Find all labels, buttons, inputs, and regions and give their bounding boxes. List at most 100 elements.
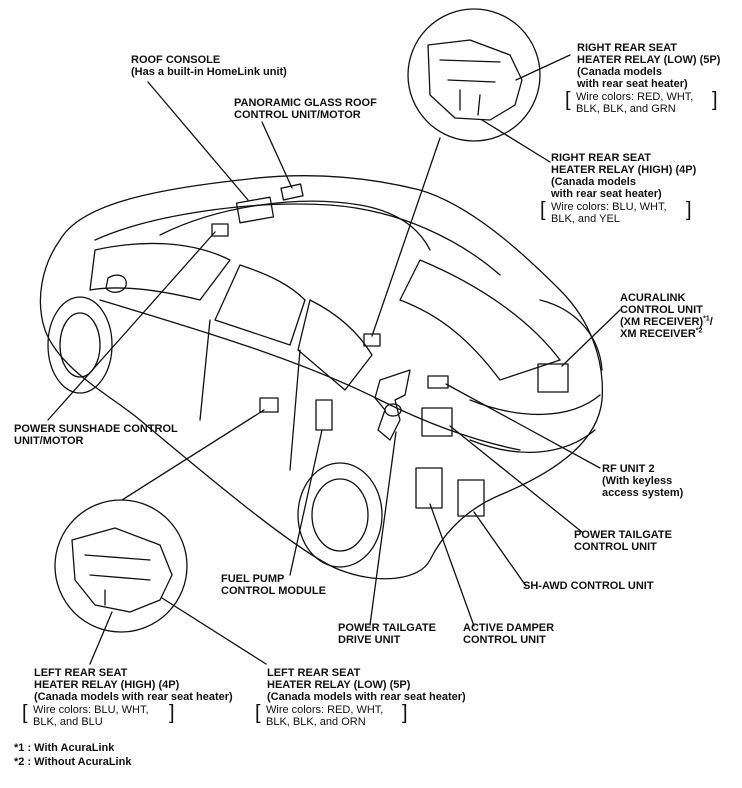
lr-low-line1: LEFT REAR SEAT	[267, 667, 361, 679]
acuralink-slash: /	[709, 316, 713, 328]
acuralink-unit	[537, 363, 569, 393]
acuralink-label: ACURALINK CONTROL UNIT (XM RECEIVER)*1/ …	[620, 292, 713, 340]
rr-low-label: RIGHT REAR SEAT HEATER RELAY (LOW) (5P) …	[577, 42, 720, 90]
rf-unit	[427, 375, 449, 389]
front-wheel-inner	[59, 312, 101, 378]
roof-console-unit	[235, 196, 275, 224]
leader-lr-low	[161, 597, 267, 665]
shawd-unit	[457, 479, 485, 517]
lr-high-line2: HEATER RELAY (HIGH) (4P)	[34, 679, 180, 691]
rr-relay-callout-circle	[407, 8, 541, 142]
leader-shawd	[473, 511, 527, 587]
rf-line3: access system)	[602, 487, 684, 499]
shawd-label: SH-AWD CONTROL UNIT	[523, 580, 654, 592]
damper-line1: ACTIVE DAMPER	[463, 622, 555, 634]
lr-high-wire-colors: Wire colors: BLU, WHT, BLK, and BLU	[33, 704, 149, 728]
ptg-ctrl-label: POWER TAILGATE CONTROL UNIT	[574, 529, 672, 553]
rr-high-wire1: Wire colors: BLU, WHT,	[551, 201, 667, 213]
sunshade-label: POWER SUNSHADE CONTROL UNIT/MOTOR	[14, 423, 178, 447]
rr-high-line2: HEATER RELAY (HIGH) (4P)	[551, 164, 697, 176]
acuralink-line4-row: XM RECEIVER*2	[620, 327, 713, 340]
door-line-rear	[289, 349, 301, 471]
ptg-drive-motor	[384, 403, 402, 417]
side-window-front	[214, 264, 306, 346]
rr-high-line1: RIGHT REAR SEAT	[551, 152, 652, 164]
leader-lr-callout	[121, 409, 265, 501]
rr-low-wire1: Wire colors: RED, WHT,	[576, 91, 694, 103]
sunshade-line2: UNIT/MOTOR	[14, 435, 84, 447]
lr-high-line1: LEFT REAR SEAT	[34, 667, 128, 679]
rr-high-line4: with rear seat heater)	[551, 188, 662, 200]
rr-high-bracket-close: ]	[686, 199, 692, 221]
leader-rr-callout	[371, 137, 441, 337]
lr-high-label: LEFT REAR SEAT HEATER RELAY (HIGH) (4P) …	[34, 667, 233, 703]
ptg-drive-unit	[374, 369, 411, 441]
panoramic-line2: CONTROL UNIT/MOTOR	[234, 109, 361, 121]
leader-rr-low	[515, 54, 571, 81]
leader-ptg-ctrl	[449, 425, 583, 533]
leader-panoramic	[261, 121, 293, 189]
lr-low-wire2: BLK, BLK, and ORN	[266, 716, 366, 728]
fuel-pump-label: FUEL PUMP CONTROL MODULE	[221, 573, 326, 597]
roof-panel	[159, 200, 431, 251]
lr-low-label: LEFT REAR SEAT HEATER RELAY (LOW) (5P) (…	[267, 667, 466, 703]
lr-low-bracket-open: [	[255, 702, 261, 724]
footnote-2: *2 : Without AcuraLink	[14, 756, 132, 768]
roof-console-note: (Has a built-in HomeLink unit)	[131, 66, 287, 78]
rf-line1: RF UNIT 2	[602, 463, 655, 475]
shawd-text: SH-AWD CONTROL UNIT	[523, 580, 654, 592]
acuralink-line4: XM RECEIVER	[620, 328, 696, 340]
car-body-outline	[39, 175, 604, 580]
footnote-1: *1 : With AcuraLink	[14, 742, 115, 754]
acuralink-line1: ACURALINK	[620, 292, 686, 304]
rr-high-wire-colors: Wire colors: BLU, WHT, BLK, and YEL	[551, 201, 667, 225]
rr-high-bracket-open: [	[540, 199, 546, 221]
leader-damper	[429, 503, 475, 627]
rr-relay-drawing	[427, 39, 523, 121]
rf-line2: (With keyless	[602, 475, 673, 487]
lr-high-wire1: Wire colors: BLU, WHT,	[33, 704, 149, 716]
tail-light	[539, 299, 603, 371]
leader-sunshade	[47, 231, 216, 421]
lr-high-bracket-open: [	[22, 702, 28, 724]
rear-wheel	[297, 462, 383, 568]
acuralink-line3: (XM RECEIVER)	[620, 316, 704, 328]
leader-fuel	[289, 429, 323, 576]
ptg-ctrl-line2: CONTROL UNIT	[574, 541, 657, 553]
rear-window	[399, 259, 561, 381]
rf-unit-label: RF UNIT 2 (With keyless access system)	[602, 463, 683, 499]
acuralink-line2: CONTROL UNIT	[620, 304, 703, 316]
leader-rf	[445, 383, 601, 469]
ptg-drive-line2: DRIVE UNIT	[338, 634, 401, 646]
ptg-ctrl-unit	[421, 407, 453, 437]
roof-line	[94, 203, 501, 276]
rr-high-label: RIGHT REAR SEAT HEATER RELAY (HIGH) (4P)…	[551, 152, 696, 200]
damper-label: ACTIVE DAMPER CONTROL UNIT	[463, 622, 554, 646]
fuel-line2: CONTROL MODULE	[221, 585, 326, 597]
damper-unit	[415, 467, 443, 509]
leader-lr-high	[89, 611, 113, 665]
fuel-line1: FUEL PUMP	[221, 573, 285, 585]
lr-low-line3: (Canada models with rear seat heater)	[267, 691, 466, 703]
rr-low-wire-colors: Wire colors: RED, WHT, BLK, BLK, and GRN	[576, 91, 693, 115]
roof-console-title: ROOF CONSOLE	[131, 54, 221, 66]
leader-rr-high	[481, 119, 551, 163]
tailgate	[469, 394, 601, 453]
damper-line2: CONTROL UNIT	[463, 634, 546, 646]
rear-wheel-inner	[311, 478, 369, 552]
leader-roof-console	[147, 81, 249, 201]
lr-low-wire-colors: Wire colors: RED, WHT, BLK, BLK, and ORN	[266, 704, 383, 728]
lr-low-wire1: Wire colors: RED, WHT,	[266, 704, 384, 716]
rr-low-bracket-open: [	[565, 89, 571, 111]
lr-high-wire2: BLK, and BLU	[33, 716, 103, 728]
rr-low-line1: RIGHT REAR SEAT	[577, 42, 678, 54]
lr-relay-unit	[259, 397, 279, 413]
windshield	[89, 242, 231, 301]
ptg-drive-line1: POWER TAILGATE	[338, 622, 436, 634]
lr-high-line3: (Canada models with rear seat heater)	[34, 691, 233, 703]
lr-high-bracket-close: ]	[169, 702, 175, 724]
rr-low-line2: HEATER RELAY (LOW) (5P)	[577, 54, 721, 66]
acuralink-line3-row: (XM RECEIVER)*1/	[620, 315, 713, 328]
lr-relay-callout-circle	[54, 499, 188, 633]
